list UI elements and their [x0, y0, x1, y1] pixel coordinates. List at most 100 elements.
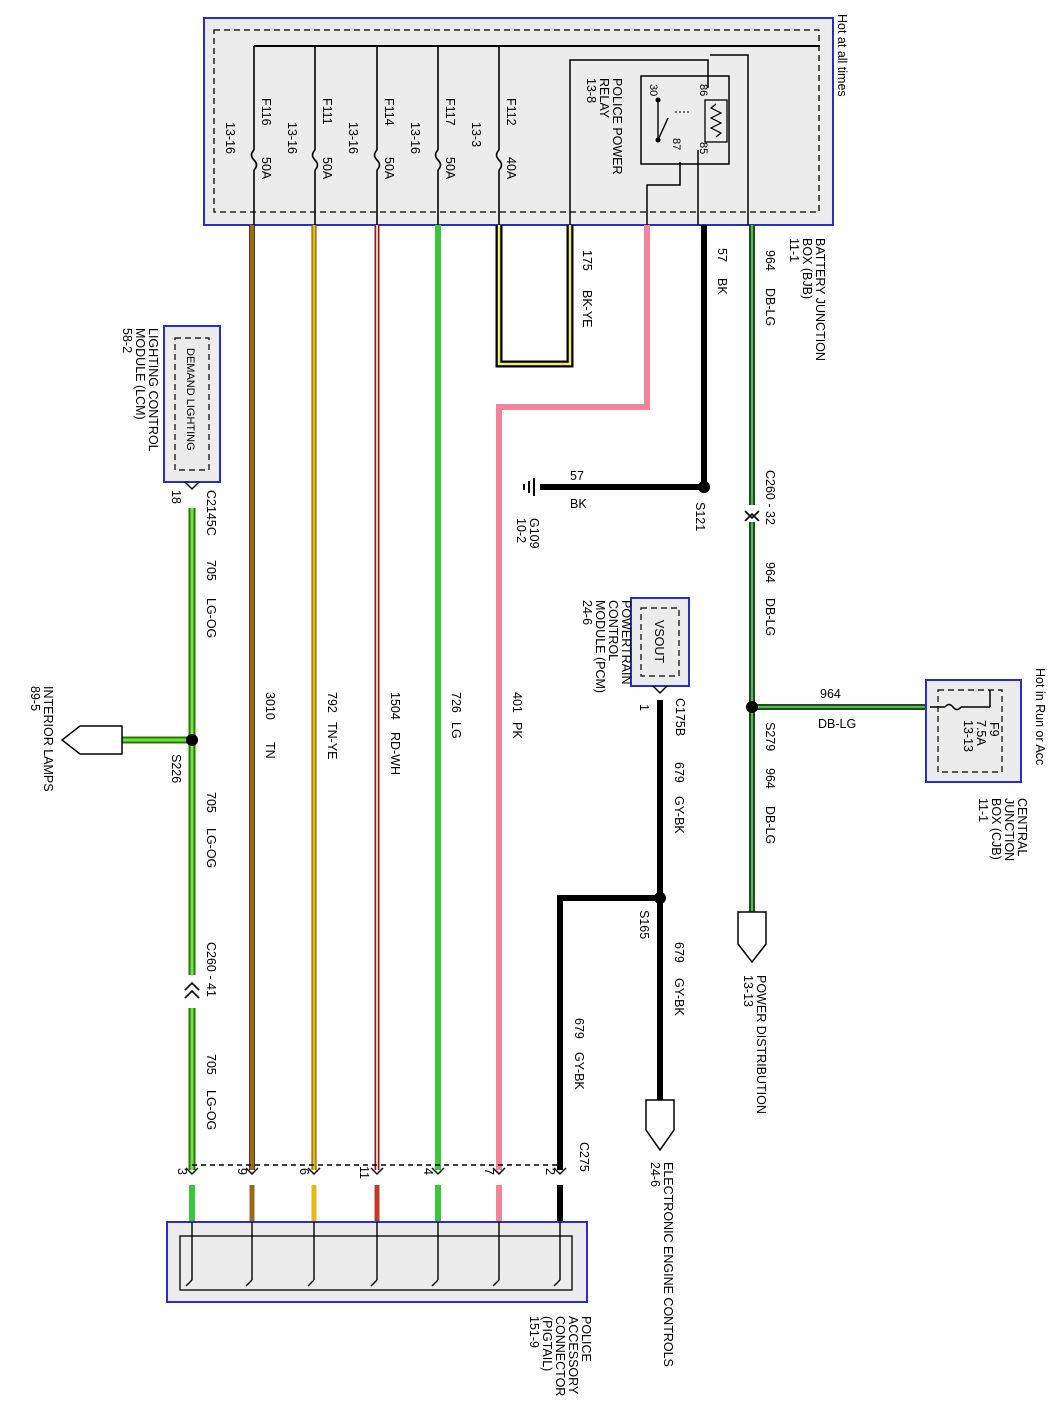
- pcm-name-line3: MODULE (PCM): [593, 600, 607, 693]
- circuit-705-color: LG-OG: [204, 598, 218, 638]
- relay-name-line2: RELAY: [597, 78, 611, 119]
- fuse-id: F111: [320, 98, 334, 125]
- cjb-inner-dashed: [937, 689, 1003, 773]
- power-distribution-label: POWER DISTRIBUTION: [754, 975, 768, 1114]
- fuse-id: F117: [443, 98, 457, 126]
- connector-c2145c-symbol: [184, 481, 200, 491]
- connector-c175b-symbol: [652, 685, 668, 695]
- fuse-label-f114: F114 50A 13-16: [346, 98, 396, 180]
- pac-inner: [179, 1235, 573, 1291]
- relay-pin-86: 86: [697, 84, 709, 96]
- circuit-705-color-3: LG-OG: [204, 1090, 218, 1130]
- circuit-3010-num: 3010: [263, 692, 277, 720]
- fuse-rating: 50A: [259, 157, 273, 180]
- cjb-fuse-id: F9: [987, 722, 1001, 737]
- relay-pin-30: 30: [647, 84, 659, 96]
- circuit-705-num-2: 705: [204, 792, 218, 813]
- circuit-57-num: 57: [715, 248, 729, 262]
- pac-name-line2: ACCESSORY: [566, 1316, 580, 1395]
- fuse-id: F114: [382, 98, 396, 126]
- c275-pin-6: 6: [297, 1168, 311, 1175]
- splice-s226-label: S226: [169, 754, 183, 783]
- fuse-page: 13-16: [223, 122, 237, 154]
- pac-terminals: [185, 1222, 561, 1287]
- pcm-internal-label: VSOUT: [652, 620, 666, 663]
- wire-gray-black-679: [557, 685, 668, 1222]
- connector-c260-32-symbol: [744, 510, 760, 522]
- connector-c260-41-label: C260 - 41: [204, 942, 218, 997]
- fuse-page: 13-16: [408, 122, 422, 154]
- circuit-705-num: 705: [204, 560, 218, 581]
- c275-pin-2: 2: [543, 1168, 557, 1175]
- wire-black-57: [540, 225, 710, 493]
- splice-s279-label: S279: [763, 722, 777, 751]
- fuse-page: 13-3: [469, 122, 483, 147]
- lcm-name-line1: LIGHTING CONTROL: [146, 328, 160, 452]
- circuit-679-color-3: GY-BK: [572, 1052, 586, 1090]
- circuit-964-color: DB-LG: [763, 288, 777, 326]
- pcm-name-line1: POWERTRAIN: [619, 600, 633, 685]
- eec-label: ELECTRONIC ENGINE CONTROLS: [661, 1162, 675, 1367]
- splice-s226-dot: [186, 734, 198, 746]
- cjb-fuse-symbol: [930, 690, 991, 711]
- connector-c2145c-label: C2145C: [204, 490, 218, 536]
- fuse-label-f112: F112 40A 13-3: [469, 98, 518, 180]
- ground-wire-color: BK: [570, 497, 587, 511]
- circuit-964-color-h: DB-LG: [818, 717, 856, 731]
- pac-name-line4: (PIGTAIL): [540, 1316, 554, 1371]
- circuit-792-color: TN-YE: [325, 722, 339, 760]
- connector-c260-41-symbol: [184, 981, 200, 999]
- fuse-drops: [250, 46, 503, 225]
- c275-pin-3: 3: [175, 1168, 189, 1175]
- c275-pin-symbols: [185, 1167, 567, 1176]
- eec-arrow: [645, 1099, 675, 1152]
- bjb-ref: 11-1: [787, 238, 801, 262]
- circuit-964-color-2: DB-LG: [763, 598, 777, 636]
- interior-lamps-label: INTERIOR LAMPS: [41, 686, 55, 792]
- cjb-ref: 11-1: [976, 798, 990, 822]
- bjb-box: [203, 17, 834, 226]
- lcm-inner-dashed: [174, 337, 210, 471]
- circuit-964-color-3: DB-LG: [763, 806, 777, 844]
- circuit-792-num: 792: [325, 692, 339, 713]
- ground-symbol: [523, 478, 535, 496]
- cjb-hot-label: Hot in Run or Acc: [1033, 668, 1047, 765]
- connector-c260-32-label: C260 - 32: [763, 470, 777, 525]
- connector-c2145c-pin: 18: [169, 490, 183, 504]
- bjb-hot-label: Hot at all times: [835, 14, 849, 97]
- cjb-name-line2: JUNCTION: [1002, 798, 1016, 861]
- ground-wire-num: 57: [570, 469, 584, 483]
- splice-s121-dot: [698, 481, 710, 493]
- circuit-964-num-h: 964: [820, 687, 841, 701]
- cjb-fuse-page: 13-13: [961, 720, 975, 752]
- interior-lamps-ref: 89-5: [28, 686, 42, 711]
- circuit-705-color-2: LG-OG: [204, 828, 218, 868]
- pac-ref: 151-9: [527, 1316, 541, 1348]
- interior-lamps-arrow: [60, 725, 123, 755]
- ground-id: G109: [527, 518, 541, 549]
- pcm-name-line2: CONTROL: [606, 600, 620, 661]
- splice-s279-dot: [746, 701, 758, 713]
- splice-s165-label: S165: [637, 910, 651, 939]
- pcm-ref: 24-6: [580, 600, 594, 625]
- wire-pink: [496, 225, 650, 1222]
- fuse-rating: 50A: [320, 157, 334, 180]
- connector-c175b-label: C175B: [673, 698, 687, 736]
- c275-pin-4: 4: [421, 1168, 435, 1175]
- circuit-679-color: GY-BK: [672, 796, 686, 834]
- fuse-rating: 50A: [443, 157, 457, 180]
- circuit-1504-color: RD-WH: [388, 732, 402, 775]
- pcm-inner-dashed: [640, 607, 680, 677]
- bjb-name-line2: BOX (BJB): [800, 238, 814, 299]
- circuit-679-num: 679: [672, 762, 686, 783]
- lcm-box: [163, 325, 221, 483]
- circuit-705-num-3: 705: [204, 1054, 218, 1075]
- circuit-679-color-2: GY-BK: [672, 978, 686, 1016]
- wire-lg-og-705: [122, 481, 200, 1222]
- relay-pin-87: 87: [670, 138, 682, 150]
- splice-s121-label: S121: [693, 502, 707, 531]
- fuse-label-f116: F116 50A 13-16: [223, 98, 273, 180]
- fuse-label-f117: F117 50A 13-16: [408, 98, 457, 180]
- wire-dark-blue-lg-964: [746, 225, 930, 912]
